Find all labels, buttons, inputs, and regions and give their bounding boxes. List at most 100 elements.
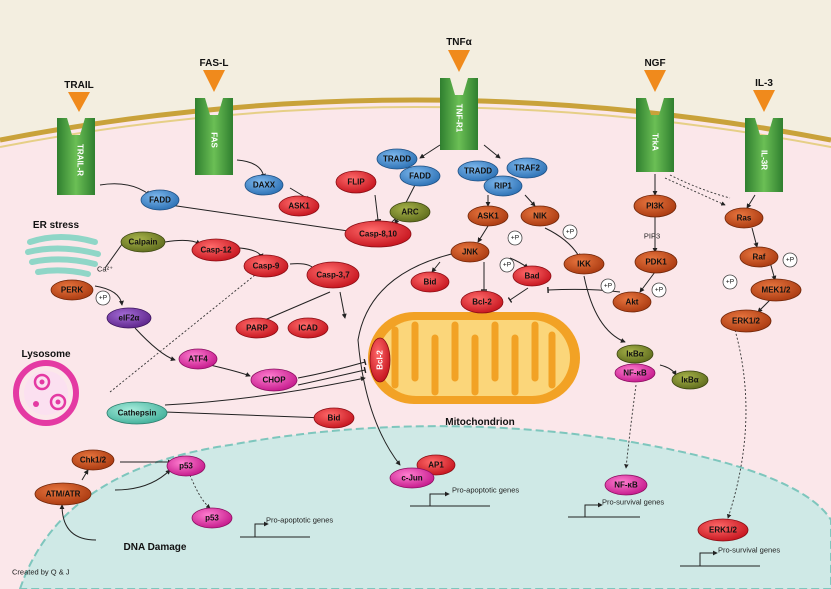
node-erk: ERK1/2 [720, 309, 772, 333]
node-mek: MEK1/2 [750, 278, 802, 302]
node-label: Ras [737, 214, 752, 223]
node-arc: ARC [389, 201, 431, 223]
node-label: Bid [424, 278, 437, 287]
node-ikba1: IκBα [616, 344, 654, 364]
node-label: FADD [149, 196, 171, 205]
node-akt: Akt [612, 291, 652, 313]
svg-text:Bcl-2: Bcl-2 [376, 350, 385, 370]
node-label: NF-κB [623, 369, 647, 378]
node-label: IκBα [626, 350, 643, 359]
node-label: Casp-12 [200, 246, 232, 255]
node-fadd2: FADD [399, 165, 441, 187]
node-label: p53 [205, 514, 219, 523]
node-pip3-label: PIP3 [644, 232, 660, 241]
node-label: p53 [179, 462, 193, 471]
node-bid2: Bid [313, 407, 355, 429]
node-label: MEK1/2 [762, 286, 791, 295]
node-fadd1: FADD [140, 189, 180, 211]
node-ask1a: ASK1 [278, 195, 320, 217]
svg-text:+P: +P [726, 279, 734, 286]
ligand-fas-l: FAS-L [200, 58, 229, 92]
node-tradd1: TRADD [376, 148, 418, 170]
node-label: NIK [533, 212, 547, 221]
node-label: CHOP [262, 376, 286, 385]
node-ikk: IKK [563, 253, 605, 275]
receptor-label: TRAIL-R [76, 144, 85, 176]
node-pi3k: PI3K [633, 194, 677, 218]
node-cathepsin: Cathepsin [106, 401, 168, 425]
node-ikba2: IκBα [671, 370, 709, 390]
phosphorylation-markers: +P+P+P+P+P+P+P+P [95, 224, 798, 306]
node-label: ATM/ATR [46, 490, 81, 499]
node-calpain: Calpain [120, 231, 166, 253]
node-label: Casp-3,7 [316, 271, 350, 280]
phospho-marker: +P [507, 230, 523, 246]
svg-text:+P: +P [566, 229, 574, 236]
node-nfkb1: NF-κB [614, 363, 656, 383]
node-label: FADD [409, 172, 431, 181]
cell-membrane [0, 97, 831, 143]
node-label: Chk1/2 [80, 456, 107, 465]
node-nfkb2: NF-κB [604, 474, 648, 496]
node-label: Bad [524, 272, 539, 281]
receptor-label: TrkA [651, 133, 660, 151]
node-label: ASK1 [288, 202, 310, 211]
node-bad: Bad [512, 265, 552, 287]
node-label: Akt [626, 298, 639, 307]
gene-promoters [240, 491, 760, 567]
node-label: AP1 [428, 461, 444, 470]
receptor-il-3r: IL-3R [745, 118, 783, 192]
node-bid1: Bid [410, 271, 450, 293]
ligand-il-3: IL-3 [753, 78, 775, 112]
node-label: ICAD [298, 324, 318, 333]
node-flip: FLIP [335, 170, 377, 194]
node-label: NF-κB [614, 481, 638, 490]
phospho-marker: +P [782, 252, 798, 268]
receptor-fas: FAS [195, 98, 233, 175]
er-organelle [25, 234, 101, 277]
phospho-marker: +P [95, 290, 111, 306]
node-label: DAXX [253, 181, 276, 190]
node-ask1b: ASK1 [467, 205, 509, 227]
node-label: IκBα [681, 376, 698, 385]
node-traf2: TRAF2 [506, 157, 548, 179]
node-parp: PARP [235, 317, 279, 339]
er-stress-label: ER stress [33, 220, 80, 231]
phospho-marker: +P [722, 274, 738, 290]
svg-text:+P: +P [511, 235, 519, 242]
node-atf4: ATF4 [178, 348, 218, 370]
node-casp9: Casp-9 [243, 254, 289, 278]
node-label: TRAF2 [514, 164, 540, 173]
node-label: ARC [401, 208, 419, 217]
node-label: c-Jun [401, 474, 422, 483]
lysosome-label: Lysosome [21, 349, 71, 360]
node-label: eIF2α [119, 314, 140, 323]
pro-apoptotic-genes-1: Pro-apoptotic genes [266, 516, 333, 525]
signaling-nodes: FADDDAXXASK1FLIPARCCasp-8,10TRADDFADDTRA… [34, 148, 802, 542]
node-label: ASK1 [477, 212, 499, 221]
node-label: PDK1 [645, 258, 667, 267]
node-label: PERK [61, 286, 83, 295]
node-label: Casp-9 [253, 262, 280, 271]
node-raf: Raf [739, 246, 779, 268]
node-p53a: p53 [166, 455, 206, 477]
dna-damage-label: DNA Damage [124, 542, 187, 553]
node-nik: NIK [520, 205, 560, 227]
pro-survival-genes-2: Pro-survival genes [718, 546, 780, 555]
node-label: Calpain [129, 238, 158, 247]
node-tradd2: TRADD [457, 160, 499, 182]
node-daxx: DAXX [244, 174, 284, 196]
svg-text:+P: +P [99, 295, 107, 302]
phospho-marker: +P [651, 282, 667, 298]
receptor-trka: TrkA [636, 98, 674, 172]
node-chk: Chk1/2 [71, 449, 115, 471]
node-label: RIP1 [494, 182, 512, 191]
svg-text:FAS-L: FAS-L [200, 58, 229, 69]
receptor-label: FAS [210, 132, 219, 148]
node-perk: PERK [50, 279, 94, 301]
node-eif2a: eIF2α [106, 307, 152, 329]
node-icad: ICAD [287, 317, 329, 339]
node-rip1: RIP1 [483, 175, 523, 197]
node-label: FLIP [347, 178, 365, 187]
